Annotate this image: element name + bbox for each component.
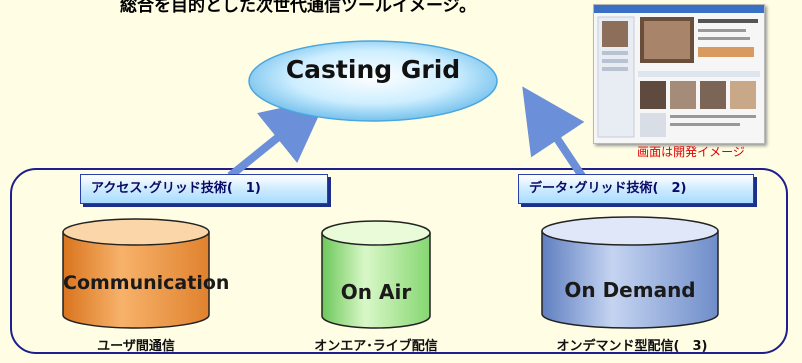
on-air-drum [321,220,431,329]
casting-grid-title: Casting Grid [285,55,461,84]
arrow-left [227,97,327,180]
access-grid-tag: アクセス･グリッド技術( 1) [80,174,328,204]
screen-note: 画面は開発イメージ [637,145,745,159]
casting-grid-ellipse [248,40,498,122]
top-caption: 総合を目的とした次世代通信ツールイメージ。 [120,0,477,16]
main-frame [10,168,788,354]
screen-image [593,4,765,144]
screen-image-art [594,5,764,138]
communication-caption: ユーザ間通信 [97,339,175,354]
on-demand-caption: オンデマンド型配信( 3) [556,339,708,354]
data-grid-tag: データ･グリッド技術( 2) [518,174,754,204]
on-demand-drum [541,216,719,329]
on-demand-label: On Demand [564,278,696,302]
arrow-right [522,86,586,179]
on-air-caption: オンエア･ライブ配信 [314,339,438,354]
communication-label: Communication [63,272,230,294]
communication-drum [62,218,210,329]
on-air-label: On Air [340,280,412,304]
